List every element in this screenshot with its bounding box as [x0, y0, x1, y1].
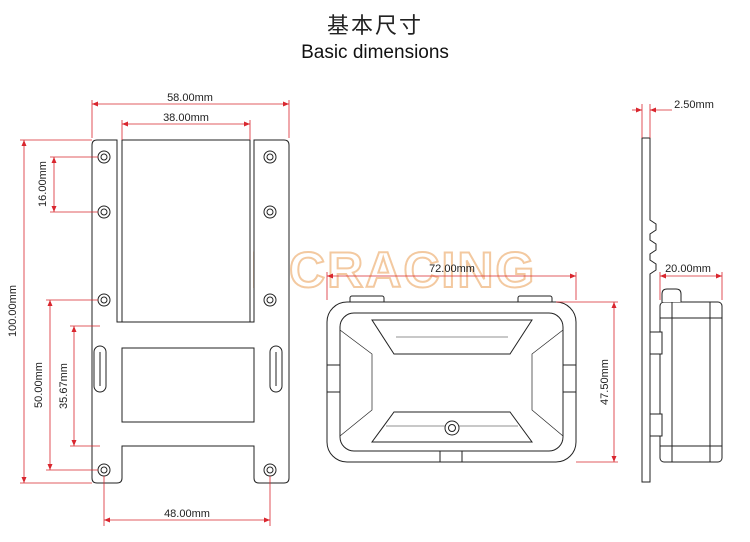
dim-unit-depth: 20.00mm [665, 263, 711, 275]
hole [97, 463, 111, 477]
dim-unit-width: 72.00mm [429, 263, 475, 275]
side-dimensions [632, 104, 723, 300]
dim-lower-height: 50.00mm [33, 362, 45, 408]
plate-dimensions [20, 100, 290, 526]
unit-front-view [326, 295, 577, 463]
unit-dimension-labels: 72.00mm 47.50mm [429, 263, 611, 405]
dim-plate-width: 58.00mm [167, 92, 213, 104]
dim-unit-height: 47.50mm [599, 359, 611, 405]
title-chinese: 基本尺寸 [326, 14, 423, 39]
hole [263, 205, 277, 219]
dim-hole-pitch: 16.00mm [37, 161, 49, 207]
hole [97, 293, 111, 307]
hole [263, 150, 277, 164]
side-unit-body [659, 301, 723, 463]
dim-bottom-width: 48.00mm [164, 508, 210, 520]
plate-upper-window [121, 139, 251, 323]
title-english: Basic dimensions [301, 42, 449, 63]
unit-dimensions [326, 272, 618, 463]
plate-holes [97, 150, 277, 477]
dim-plate-height: 100.00mm [7, 285, 19, 337]
dim-slot-span: 35.67mm [58, 363, 70, 409]
dim-window-width: 38.00mm [163, 112, 209, 124]
side-view [641, 137, 723, 483]
hole [263, 293, 277, 307]
hole [97, 205, 111, 219]
unit-screw [444, 420, 460, 436]
hole [263, 463, 277, 477]
mounting-plate-view [91, 139, 290, 484]
dim-plate-thickness: 2.50mm [674, 99, 714, 111]
hole [97, 150, 111, 164]
plate-lower-window [121, 347, 255, 423]
side-dimension-labels: 2.50mm 20.00mm [665, 99, 714, 275]
plate-dimension-labels: 58.00mm 38.00mm 100.00mm 16.00mm 50.00mm… [7, 92, 213, 520]
